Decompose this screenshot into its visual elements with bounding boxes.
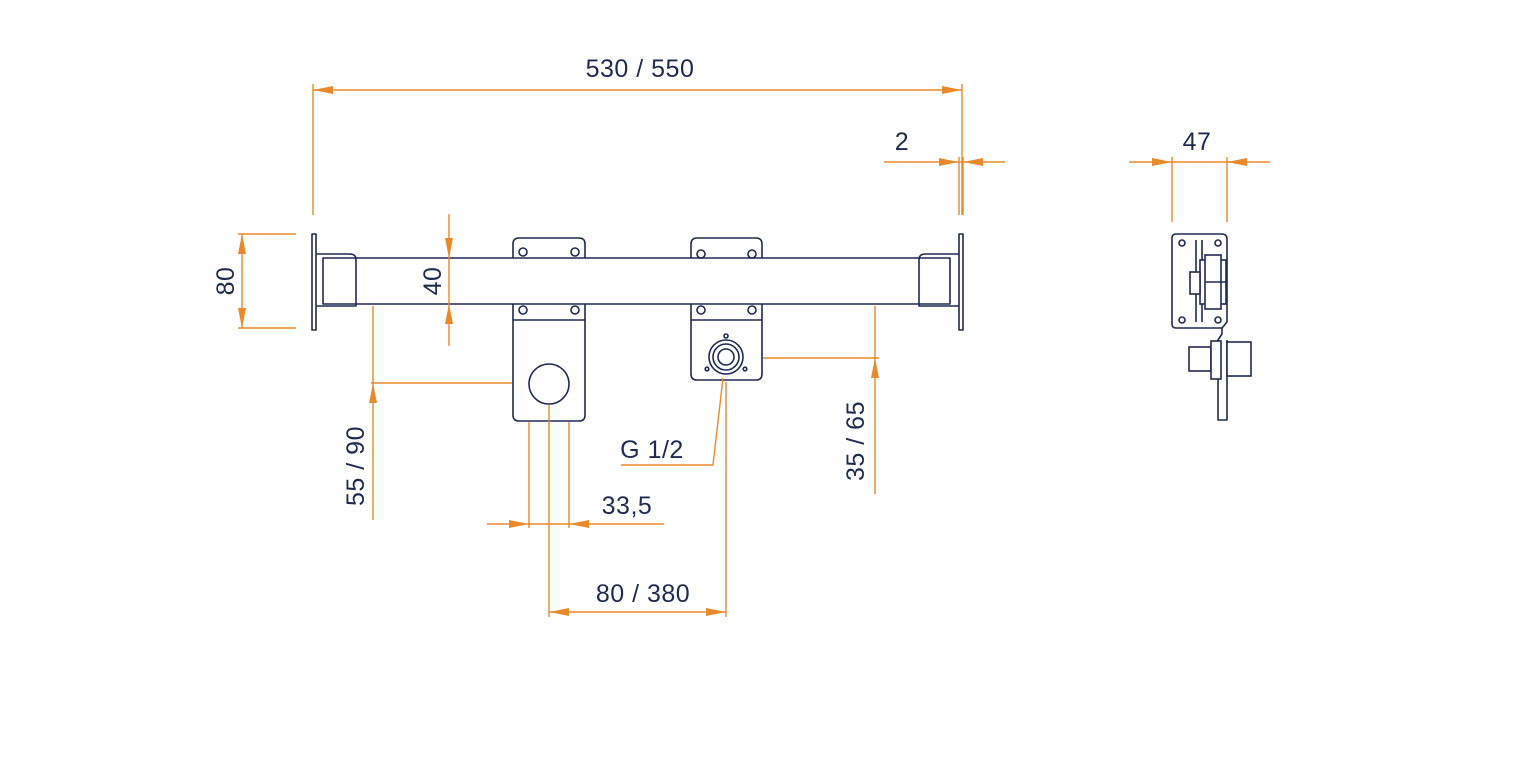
right-end-cap: [918, 253, 959, 307]
threaded-outlet: [704, 339, 748, 375]
dim-outlet-diameter: 33,5: [602, 492, 653, 520]
main-bar: [322, 257, 951, 305]
front-view: [311, 233, 964, 422]
right-mounting-plate: [690, 237, 763, 381]
dim-thread: G 1/2: [620, 436, 684, 464]
dim-side-depth: 47: [1183, 128, 1212, 156]
dim-left-outlet-offset: 55 / 90: [342, 426, 370, 506]
dim-flange-thickness: 2: [895, 128, 909, 156]
dim-outlet-spacing: 80 / 380: [596, 580, 690, 608]
left-flange: [311, 233, 317, 331]
dim-bar-height: 40: [419, 267, 447, 296]
dimension-labels: 530 / 550 2 47 80 40 55 / 90 35 / 65 G 1…: [212, 55, 1211, 608]
left-mounting-plate: [512, 237, 586, 422]
left-end-cap: [316, 253, 357, 307]
dimension-lines: [238, 84, 1270, 617]
dim-bracket-height: 80: [212, 267, 240, 296]
left-outlet-opening: [528, 363, 570, 405]
dim-right-outlet-offset: 35 / 65: [842, 401, 870, 481]
side-view: [1171, 233, 1252, 421]
right-flange: [958, 233, 964, 331]
dim-overall-width: 530 / 550: [586, 55, 695, 83]
